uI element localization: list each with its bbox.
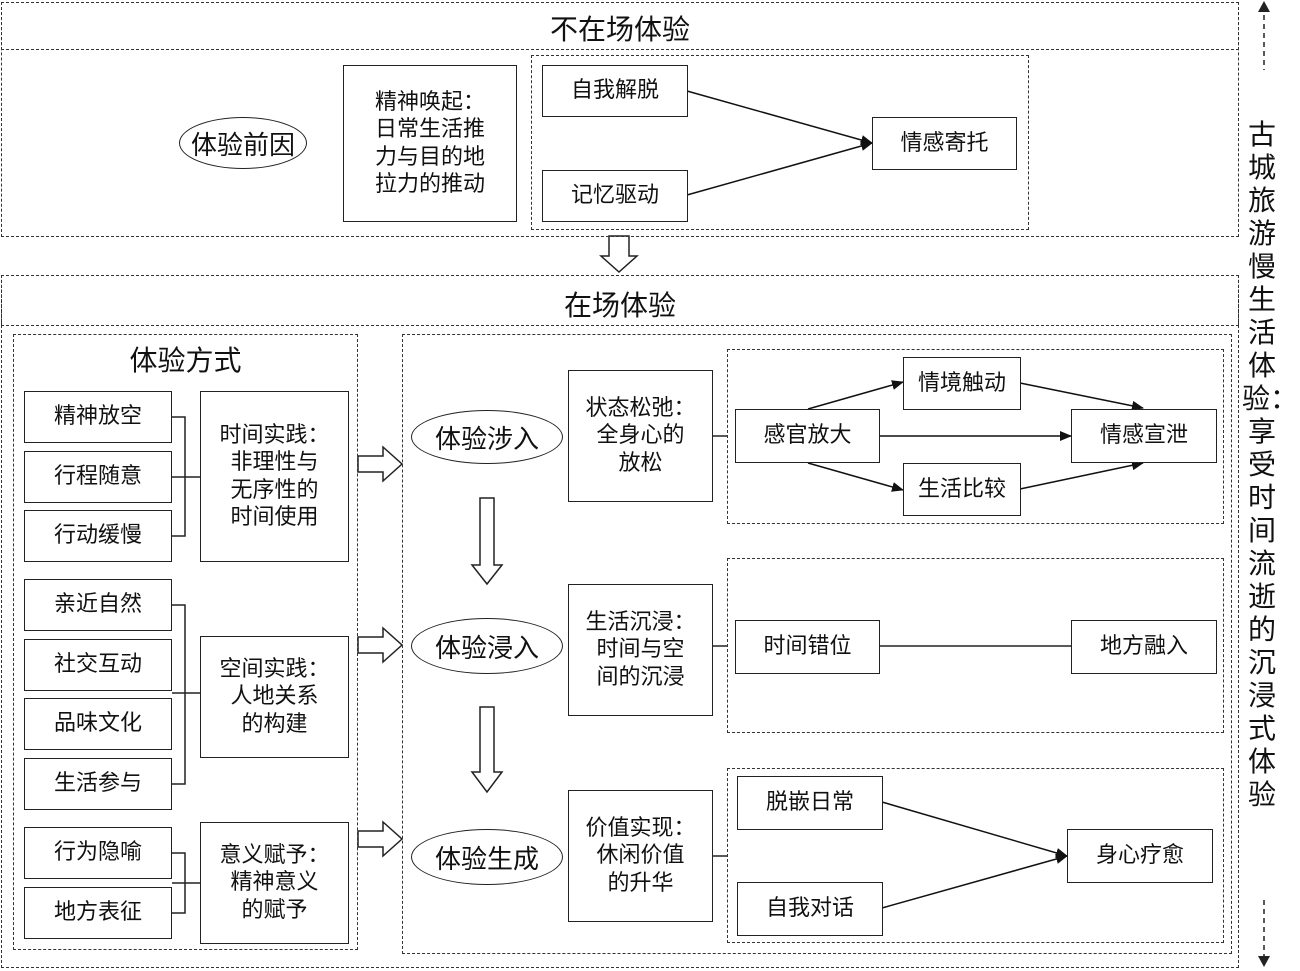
stage1-detail-group [727, 349, 1224, 524]
present-title: 在场体验 [563, 289, 676, 322]
arrow-touch-to-vent [1019, 382, 1144, 411]
time-practice-box: 时间实践： 非理性与 无序性的 时间使用 [200, 391, 349, 562]
stage1-ellipse: 体验涉入 [411, 410, 563, 464]
mode-item: 地方表征 [24, 887, 172, 939]
stage2-ellipse: 体验浸入 [411, 618, 563, 674]
right-block-arrow-3 [357, 820, 404, 858]
memory-box: 记忆驱动 [542, 170, 688, 222]
arrow-sense-to-compare [807, 462, 904, 492]
mode-item: 品味文化 [24, 698, 172, 750]
arrow-dialog-to-heal [881, 854, 1068, 909]
vent-box: 情感宣泄 [1071, 409, 1217, 463]
arrow-memory-to-emotion [686, 141, 873, 196]
space-practice-text: 空间实践： 人地关系 的构建 [219, 656, 330, 737]
stage2-detail-group [727, 558, 1224, 733]
immerse-box: 生活沉浸： 时间与空 间的沉浸 [568, 584, 713, 716]
mode-item: 精神放空 [24, 391, 172, 443]
present-title-band [1, 275, 1239, 326]
relax-box: 状态松弛： 全身心的 放松 [568, 370, 713, 502]
mode-item: 社交互动 [24, 639, 172, 691]
down-block-arrow-stage1 [470, 497, 504, 586]
meaning-text: 意义赋予： 精神意义 的赋予 [219, 842, 330, 923]
mode-item: 行程随意 [24, 451, 172, 503]
sidebar-arrowhead-up [1258, 1, 1270, 12]
escape-box: 自我解脱 [542, 65, 688, 117]
right-block-arrow-2 [357, 626, 404, 664]
immerse-text: 生活沉浸： 时间与空 间的沉浸 [585, 609, 696, 690]
mode-item: 行为隐喻 [24, 827, 172, 879]
arrow-escape-to-emotion [686, 90, 873, 145]
mode-item: 生活参与 [24, 758, 172, 810]
touch-box: 情境触动 [903, 357, 1021, 410]
dislocation-box: 时间错位 [735, 620, 880, 674]
absent-title-band [1, 2, 1239, 50]
space-practice-box: 空间实践： 人地关系 的构建 [200, 636, 349, 758]
modes-panel [13, 334, 358, 950]
disembed-box: 脱嵌日常 [737, 776, 883, 830]
mode-item: 亲近自然 [24, 579, 172, 631]
time-practice-text: 时间实践： 非理性与 无序性的 时间使用 [219, 422, 330, 531]
heal-box: 身心疗愈 [1067, 829, 1213, 883]
motivation-group [531, 55, 1029, 230]
down-block-arrow-main [599, 235, 639, 274]
stage3-ellipse: 体验生成 [411, 829, 563, 885]
value-box: 价值实现： 休闲价值 的升华 [568, 790, 713, 922]
right-block-arrow-1 [357, 445, 404, 483]
arrow-compare-to-vent [1019, 460, 1144, 490]
emotion-box: 情感寄托 [872, 117, 1017, 170]
compare-box: 生活比较 [903, 463, 1021, 516]
sense-box: 感官放大 [735, 409, 880, 463]
bracket-group2 [172, 604, 200, 785]
relax-text: 状态松弛： 全身心的 放松 [585, 395, 696, 476]
modes-title: 体验方式 [129, 344, 242, 377]
value-text: 价值实现： 休闲价值 的升华 [585, 815, 696, 896]
bracket-group1 [172, 416, 200, 537]
down-block-arrow-stage2 [470, 706, 504, 794]
arousal-text: 精神唤起： 日常生活推 力与目的地 拉力的推动 [374, 89, 485, 198]
stages-panel [402, 334, 1232, 954]
arousal-box: 精神唤起： 日常生活推 力与目的地 拉力的推动 [343, 65, 517, 222]
integration-box: 地方融入 [1071, 620, 1217, 674]
sidebar-arrowhead-down [1258, 956, 1270, 967]
absent-title: 不在场体验 [549, 13, 690, 46]
antecedent-ellipse: 体验前因 [179, 117, 307, 169]
dialog-box: 自我对话 [737, 882, 883, 936]
sidebar-vertical-title: 古城旅游慢生活体验：享受时间流逝的沉浸式体验 [1242, 118, 1299, 811]
mode-item: 行动缓慢 [24, 510, 172, 562]
meaning-box: 意义赋予： 精神意义 的赋予 [200, 822, 349, 944]
arrow-disembed-to-heal [881, 801, 1068, 858]
arrow-sense-to-touch [807, 380, 904, 410]
stage3-detail-group [727, 768, 1224, 943]
bracket-group3 [172, 852, 200, 914]
